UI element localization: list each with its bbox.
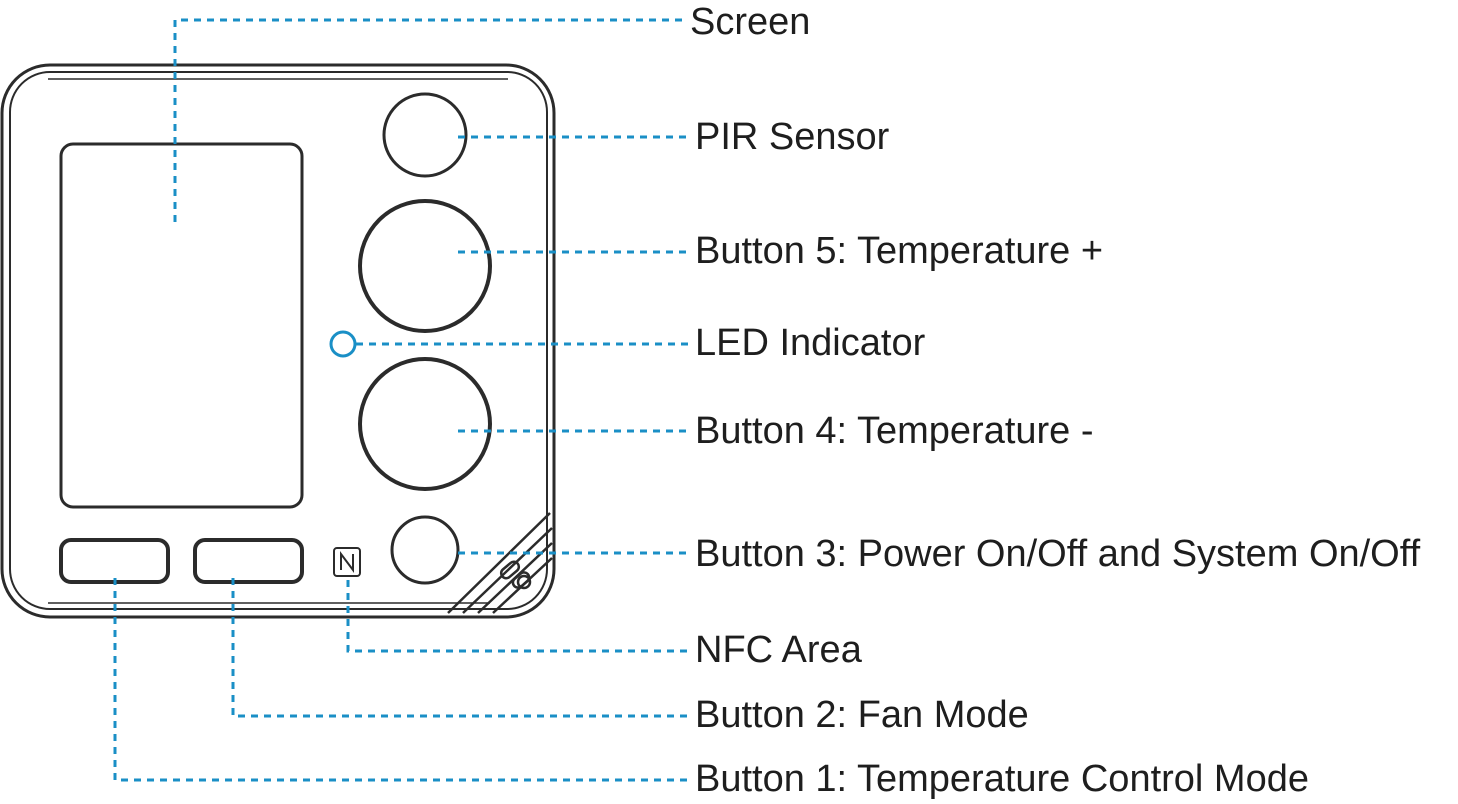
button-1[interactable]: [59, 538, 170, 584]
button-4[interactable]: [358, 357, 492, 491]
corner-vent-slots: [499, 560, 532, 590]
nfc-icon: [333, 547, 361, 577]
leader-button1: [113, 578, 688, 782]
button-5[interactable]: [358, 199, 492, 333]
led-indicator: [329, 330, 357, 358]
label-pir-sensor: PIR Sensor: [695, 116, 890, 158]
screen: [59, 142, 304, 509]
label-nfc-area: NFC Area: [695, 629, 863, 671]
corner-vent: [447, 512, 553, 614]
leader-button2: [231, 578, 688, 718]
label-led-indicator: LED Indicator: [695, 322, 926, 364]
leader-nfc: [346, 580, 688, 653]
button-2[interactable]: [193, 538, 304, 584]
leader-lines: [113, 18, 688, 782]
label-button-4: Button 4: Temperature -: [695, 410, 1094, 452]
label-button-3: Button 3: Power On/Off and System On/Off: [695, 533, 1421, 575]
label-button-5: Button 5: Temperature +: [695, 230, 1103, 272]
label-button-2: Button 2: Fan Mode: [695, 694, 1029, 736]
leader-screen: [173, 18, 688, 222]
device-body: [0, 63, 556, 619]
label-button-1: Button 1: Temperature Control Mode: [695, 758, 1309, 800]
button-3[interactable]: [390, 515, 460, 585]
pir-sensor: [382, 92, 468, 178]
label-screen: Screen: [690, 1, 810, 43]
